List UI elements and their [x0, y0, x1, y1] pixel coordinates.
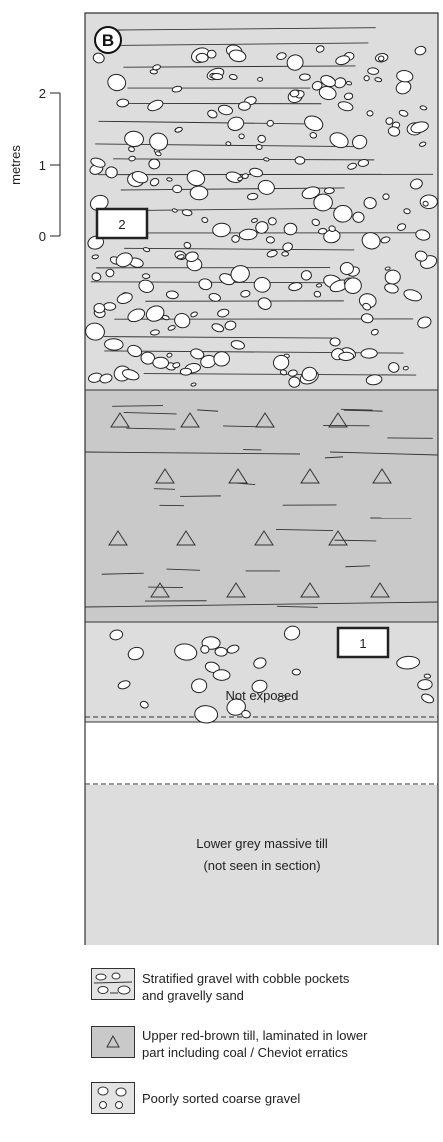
gravel-clast [367, 110, 374, 116]
gravel-clast [215, 647, 228, 656]
till-triangle-swatch-icon [91, 1026, 135, 1058]
gravel-clast [226, 141, 232, 146]
gravel-clast [424, 674, 431, 678]
gravel-clast [214, 351, 230, 366]
gravel-clast [256, 144, 263, 150]
gravel-clast [301, 270, 312, 280]
gravel-clast [231, 235, 240, 243]
gravel-clast [172, 185, 182, 193]
stratified-gravel-swatch-icon [91, 968, 135, 1000]
not-exposed-label: Not exposed [226, 688, 299, 703]
layer-stratified-gravel [85, 13, 438, 390]
legend-till-text: Upper red-brown till, laminated in lower… [142, 1027, 367, 1061]
gravel-clast [339, 352, 354, 361]
scale-unit-label: metres [8, 145, 23, 185]
layer-red-brown-till [85, 390, 438, 622]
gravel-clast [289, 377, 301, 388]
gravel-clast [284, 223, 297, 235]
sample-box-1-label: 1 [359, 636, 366, 651]
till-dash [154, 489, 175, 490]
gravel-clast [330, 337, 341, 346]
gravel-clast [258, 77, 263, 81]
gravel-clast [190, 186, 208, 200]
gravel-clast [142, 274, 149, 279]
till-dash [180, 496, 221, 497]
gravel-clast [268, 217, 276, 225]
gravel-clast [254, 277, 271, 292]
lower-grey-till-label-line1: Lower grey massive till [196, 836, 328, 851]
gravel-clast [106, 269, 115, 277]
scale-tick-label-0: 0 [39, 229, 46, 244]
gravel-clast [364, 75, 370, 81]
gravel-clast [282, 252, 289, 256]
gravel-clast [213, 670, 230, 681]
gravel-clast [238, 102, 250, 111]
gravel-clast [180, 368, 191, 375]
gravel-clast [403, 366, 408, 370]
gravel-clast [104, 338, 123, 350]
gravel-clast [266, 236, 275, 243]
gravel-clast [92, 254, 99, 259]
gravel-clast [104, 302, 116, 310]
scale-tick-label-1: 1 [39, 158, 46, 173]
gravel-clast [207, 50, 216, 58]
gravel-clast [420, 195, 438, 209]
gravel-clast [318, 228, 327, 234]
legend-coarse-gravel-text: Poorly sorted coarse gravel [142, 1090, 300, 1107]
gravel-clast [383, 193, 390, 199]
gravel-clast [292, 669, 300, 675]
gravel-clast [361, 348, 378, 358]
scale-tick-label-2: 2 [39, 86, 46, 101]
gravel-clast [153, 357, 169, 369]
gravel-clast [94, 303, 105, 313]
gravel-clast [316, 283, 322, 287]
gravel-clast [295, 156, 305, 164]
gravel-clast [324, 187, 334, 193]
lower-grey-till-label-line2: (not seen in section) [203, 858, 320, 873]
gravel-clast [196, 53, 208, 62]
gravel-clast [300, 74, 311, 81]
gravel-clast [239, 134, 245, 139]
gravel-clast [129, 156, 136, 162]
layer-not-exposed [85, 722, 438, 785]
gravel-clast [368, 68, 379, 75]
coarse-gravel-swatch-icon [91, 1082, 135, 1114]
gravel-clast [212, 73, 223, 80]
sample-box-2-label: 2 [118, 217, 125, 232]
gravel-clast [340, 262, 353, 274]
gravel-clast [378, 55, 384, 61]
gravel-clast [149, 159, 160, 169]
gravel-clast [166, 177, 172, 181]
section-badge-label: B [102, 31, 114, 50]
